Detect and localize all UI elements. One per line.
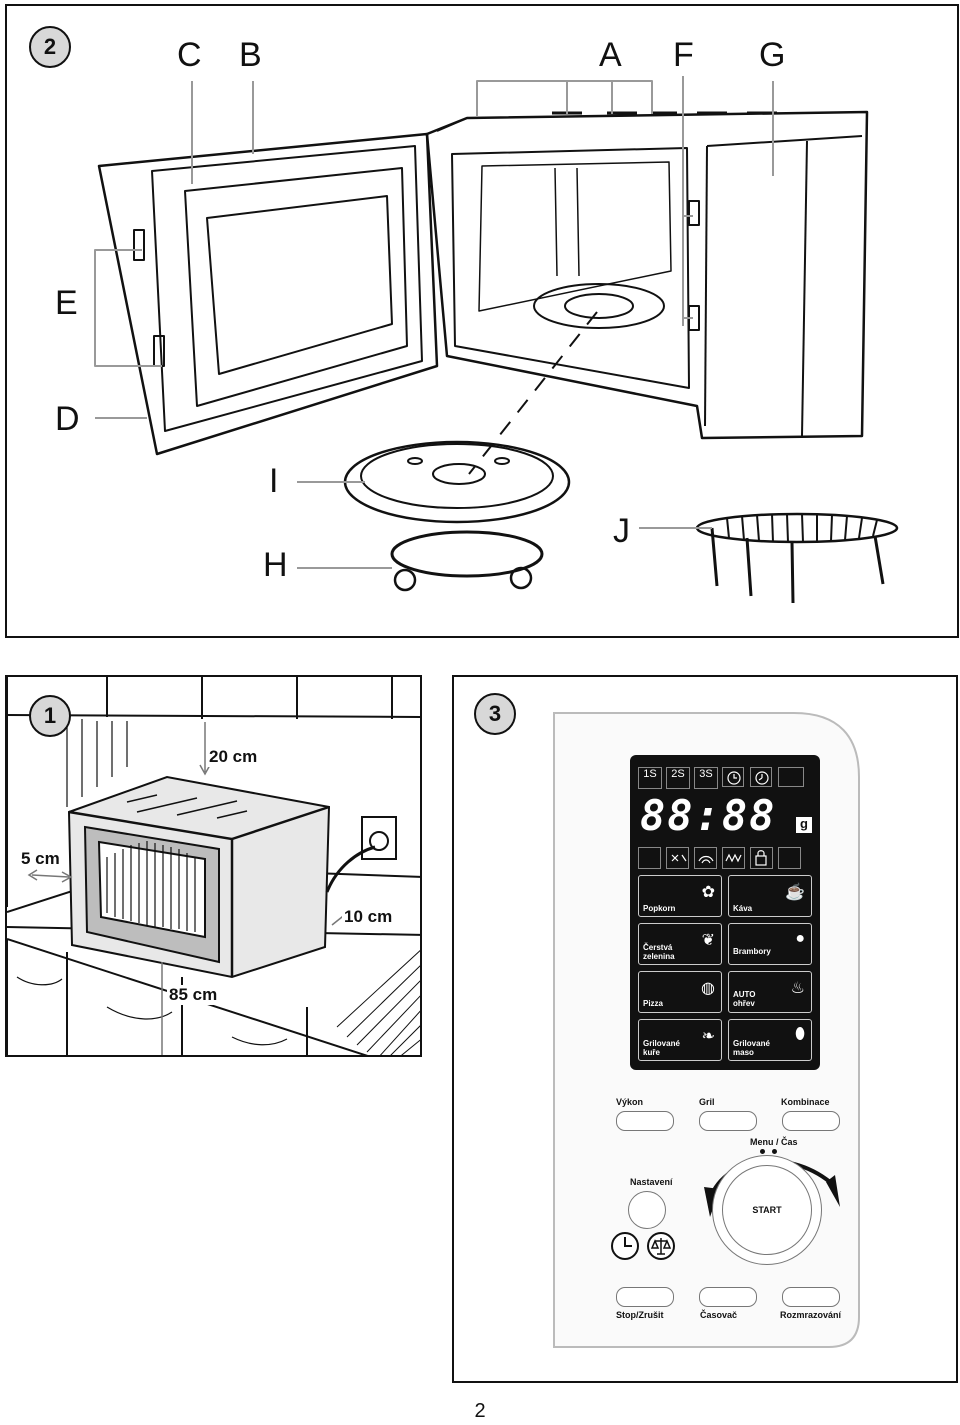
digit-readout: 88:88	[640, 791, 777, 840]
label-d: D	[55, 400, 80, 438]
settings-button[interactable]	[628, 1191, 666, 1229]
clearance-side-label: 5 cm	[19, 849, 62, 869]
defrost-label: Rozmrazování	[780, 1310, 842, 1320]
grill-label: Gril	[699, 1097, 715, 1107]
menu-button-label: Popkorn	[643, 904, 676, 913]
label-b: B	[239, 36, 262, 74]
timer-button[interactable]	[699, 1287, 757, 1307]
eggplant-icon: ❦	[701, 932, 715, 949]
label-a: A	[599, 36, 622, 74]
clearance-back-label: 10 cm	[342, 907, 395, 927]
status-icons-row	[638, 847, 812, 869]
roast-chicken-icon: ❧	[701, 1028, 715, 1045]
potato-icon: ●	[795, 930, 805, 947]
label-i: I	[269, 462, 279, 500]
program-2s-indicator: 2S	[666, 767, 690, 789]
menu-button-grilovane-kure[interactable]: Grilované kuře ❧	[638, 1019, 722, 1061]
stop-cancel-label: Stop/Zrušit	[616, 1310, 664, 1320]
pizza-icon: ◍	[701, 980, 715, 997]
label-c: C	[177, 36, 202, 74]
grill-button[interactable]	[699, 1111, 757, 1131]
menu-button-label: Brambory	[733, 947, 771, 956]
blank-indicator	[778, 767, 804, 787]
menu-button-grilovane-maso[interactable]: Grilované maso ⬮	[728, 1019, 812, 1061]
figure-2-panel: 2 C B A F G E D I H J	[5, 4, 959, 638]
label-g: G	[759, 36, 786, 74]
popcorn-icon: ✿	[701, 884, 715, 901]
combination-label: Kombinace	[781, 1097, 830, 1107]
start-button[interactable]: START	[722, 1165, 812, 1255]
menu-button-label: AUTO ohřev	[733, 990, 756, 1008]
menu-button-brambory[interactable]: Brambory ●	[728, 923, 812, 965]
menu-button-cerstva-zelenina[interactable]: Čerstvá zelenina ❦	[638, 923, 722, 965]
installation-clearance-illustration	[7, 677, 420, 1055]
figure-1-badge: 1	[29, 695, 71, 737]
weight-unit-indicator: g	[796, 817, 812, 833]
page-number: 2	[474, 1400, 486, 1422]
door-outline	[97, 132, 439, 456]
figure-3-panel: 3 1S 2S 3S 88:88 g	[452, 675, 958, 1383]
program-1s-indicator: 1S	[638, 767, 662, 789]
label-h: H	[263, 546, 288, 584]
timer-icon	[750, 767, 772, 787]
steaming-bowl-icon: ♨	[790, 980, 805, 997]
menu-time-dots	[760, 1149, 780, 1155]
stop-cancel-button[interactable]	[616, 1287, 674, 1307]
menu-button-label: Grilované maso	[733, 1039, 770, 1057]
settings-label: Nastavení	[630, 1177, 673, 1187]
timer-label: Časovač	[700, 1310, 738, 1320]
clock-icon	[722, 767, 744, 787]
power-button[interactable]	[616, 1111, 674, 1131]
menu-button-popkorn[interactable]: Popkorn ✿	[638, 875, 722, 917]
lcd-display: 1S 2S 3S 88:88 g Popk	[630, 755, 820, 1070]
combination-button[interactable]	[782, 1111, 840, 1131]
menu-button-pizza[interactable]: Pizza ◍	[638, 971, 722, 1013]
menu-button-label: Pizza	[643, 999, 664, 1008]
label-e: E	[55, 284, 78, 322]
menu-button-kava[interactable]: Káva ☕	[728, 875, 812, 917]
defrost-button[interactable]	[782, 1287, 840, 1307]
microwave-parts-illustration	[94, 76, 899, 604]
power-label: Výkon	[616, 1097, 644, 1107]
menu-button-auto-ohrev[interactable]: AUTO ohřev ♨	[728, 971, 812, 1013]
coffee-cup-icon: ☕	[785, 884, 805, 901]
clock-settings-icon	[610, 1231, 640, 1261]
figure-1-panel: 1 20 cm 5 cm 10 cm 85 cm	[5, 675, 422, 1057]
label-j: J	[613, 512, 630, 550]
menu-time-label: Menu / Čas	[750, 1137, 798, 1147]
menu-time-dial[interactable]: START	[712, 1155, 822, 1265]
menu-button-label: Káva	[733, 904, 753, 913]
menu-button-label: Čerstvá zelenina	[643, 943, 675, 961]
program-3s-indicator: 3S	[694, 767, 718, 789]
scale-weight-icon	[646, 1231, 676, 1261]
start-label: START	[752, 1205, 782, 1215]
figure-3-badge: 3	[474, 693, 516, 735]
menu-button-label: Grilované kuře	[643, 1039, 680, 1057]
oven-body-outline	[425, 110, 869, 440]
figure-2-badge: 2	[29, 26, 71, 68]
counter-height-label: 85 cm	[167, 985, 220, 1005]
label-f: F	[673, 36, 694, 74]
meat-icon: ⬮	[794, 1026, 805, 1043]
clearance-top-label: 20 cm	[207, 747, 260, 767]
